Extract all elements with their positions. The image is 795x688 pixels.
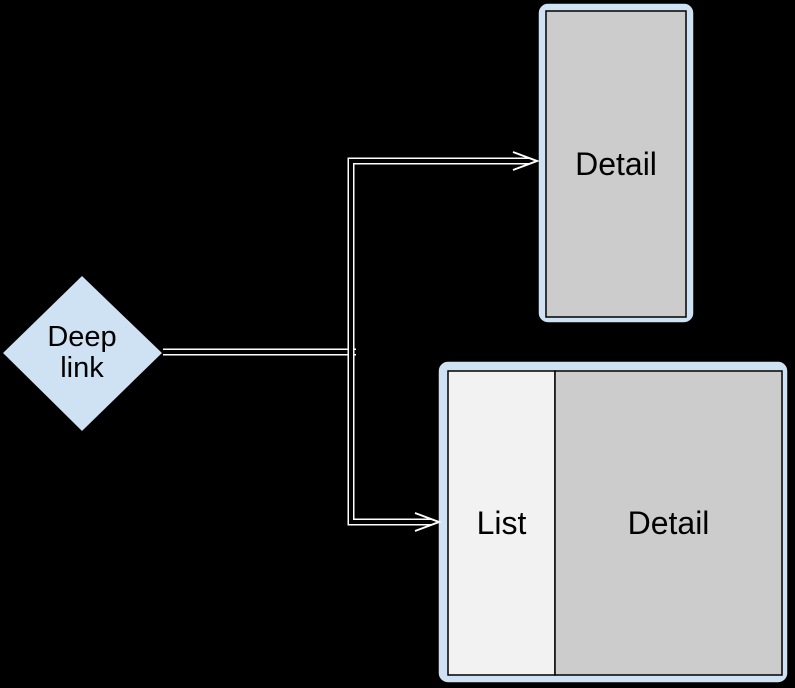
deep-link-label: Deep link (47, 321, 117, 384)
list-panel-label: List (476, 505, 527, 541)
detail-panel (554, 370, 783, 676)
detail-screen-label: Detail (575, 146, 657, 182)
list-panel (447, 370, 556, 676)
arrowhead-to-list-detail-icon (414, 512, 442, 532)
arrowhead-to-detail-icon (512, 151, 540, 171)
connector-branches-interior (349, 159, 529, 524)
deep-link-diamond (0, 273, 165, 434)
detail-panel-label: Detail (627, 505, 710, 541)
detail-screen-panel (545, 10, 687, 318)
